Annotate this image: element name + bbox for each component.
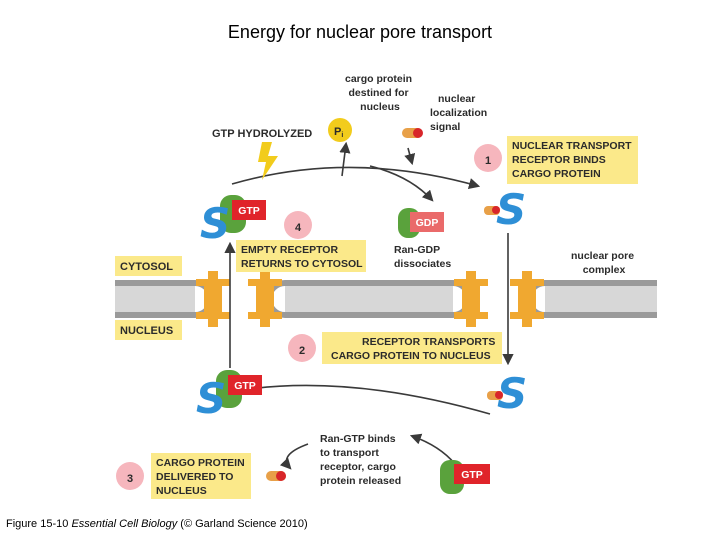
arrow-ran-gtp-bind xyxy=(409,433,456,465)
step-2-badge xyxy=(288,334,316,362)
step-3-number: 3 xyxy=(127,473,133,485)
gtp-box xyxy=(454,464,490,484)
receptor-with-cargo-nucleus: S xyxy=(487,369,527,418)
slide-title: Energy for nuclear pore transport xyxy=(227,22,493,42)
nls-icon xyxy=(492,206,500,214)
ran-gdp-complex: GDP xyxy=(398,208,444,238)
cycle-arrows xyxy=(224,141,514,470)
step-2-number: 2 xyxy=(299,345,305,357)
step-1-badge xyxy=(474,144,502,172)
step-3-box xyxy=(151,453,251,499)
gtp-label: GTP xyxy=(234,380,256,392)
arrow-top-cycle xyxy=(231,166,481,189)
ran-gdp-label: Ran-GDP dissociates xyxy=(394,244,451,270)
step-4-badge xyxy=(284,211,312,239)
nuclear-pore-complex-label: nuclear pore complex xyxy=(571,250,637,276)
arrow-cargo-release xyxy=(279,443,309,470)
free-cargo-top xyxy=(402,128,423,138)
nuclear-pore-left xyxy=(196,271,282,327)
arrow-pi-release xyxy=(339,141,351,177)
receptor-icon: S xyxy=(496,185,526,234)
gtp-label: GTP xyxy=(238,205,260,217)
ran-gtp-binds-label: Ran-GTP binds to transport receptor, car… xyxy=(320,433,401,487)
receptor-ran-gtp-bottom: GTP S xyxy=(196,370,262,423)
step-1-number: 1 xyxy=(485,155,491,167)
nuclear-envelope xyxy=(115,280,657,318)
cytosol-label-box xyxy=(115,256,182,276)
receptor-icon: S xyxy=(200,199,230,248)
gtp-box xyxy=(232,200,266,220)
nucleus-label-box xyxy=(115,320,182,340)
arrow-bottom-cycle xyxy=(239,383,491,415)
step-4-box xyxy=(236,240,366,272)
phosphate-icon xyxy=(328,118,352,142)
gtp-box xyxy=(228,375,262,395)
gdp-box xyxy=(410,212,444,232)
step-2-text: RECEPTOR TRANSPORTS CARGO PROTEIN TO NUC… xyxy=(331,336,498,362)
nls-icon xyxy=(495,391,503,399)
gtp-hydrolyzed-label: GTP HYDROLYZED xyxy=(212,128,312,140)
receptor-icon: S xyxy=(196,374,226,423)
step-4-number: 4 xyxy=(295,222,302,234)
cytosol-label: CYTOSOL xyxy=(120,261,173,273)
lightning-icon xyxy=(258,142,278,180)
arrow-cargo-in xyxy=(369,165,434,202)
step-1-text: NUCLEAR TRANSPORT RECEPTOR BINDS CARGO P… xyxy=(512,140,635,180)
step-3-text: CARGO PROTEIN DELIVERED TO NUCLEUS xyxy=(156,457,248,497)
nucleus-label: NUCLEUS xyxy=(120,325,173,337)
gtp-label: GTP xyxy=(461,469,483,481)
receptor-with-cargo-top: S xyxy=(484,185,526,234)
phosphate-label: Pi xyxy=(334,126,343,139)
nls-icon xyxy=(276,471,286,481)
cargo-protein-label: cargo protein destined for nucleus xyxy=(345,73,415,113)
receptor-ran-gtp-top: GTP S xyxy=(200,195,266,248)
nls-label: nuclear localization signal xyxy=(430,93,490,133)
nls-icon xyxy=(413,128,423,138)
step-1-box xyxy=(507,136,638,184)
gdp-label: GDP xyxy=(416,217,439,229)
nuclear-pore-right xyxy=(454,271,544,327)
step-3-badge xyxy=(116,462,144,490)
ran-gtp-free: GTP xyxy=(440,460,490,494)
released-cargo xyxy=(266,471,286,481)
step-2-box xyxy=(322,332,502,364)
step-4-text: EMPTY RECEPTOR RETURNS TO CYTOSOL xyxy=(241,244,363,270)
arrow-nls xyxy=(404,147,416,166)
figure-caption: Figure 15-10 Essential Cell Biology (© G… xyxy=(6,518,308,530)
